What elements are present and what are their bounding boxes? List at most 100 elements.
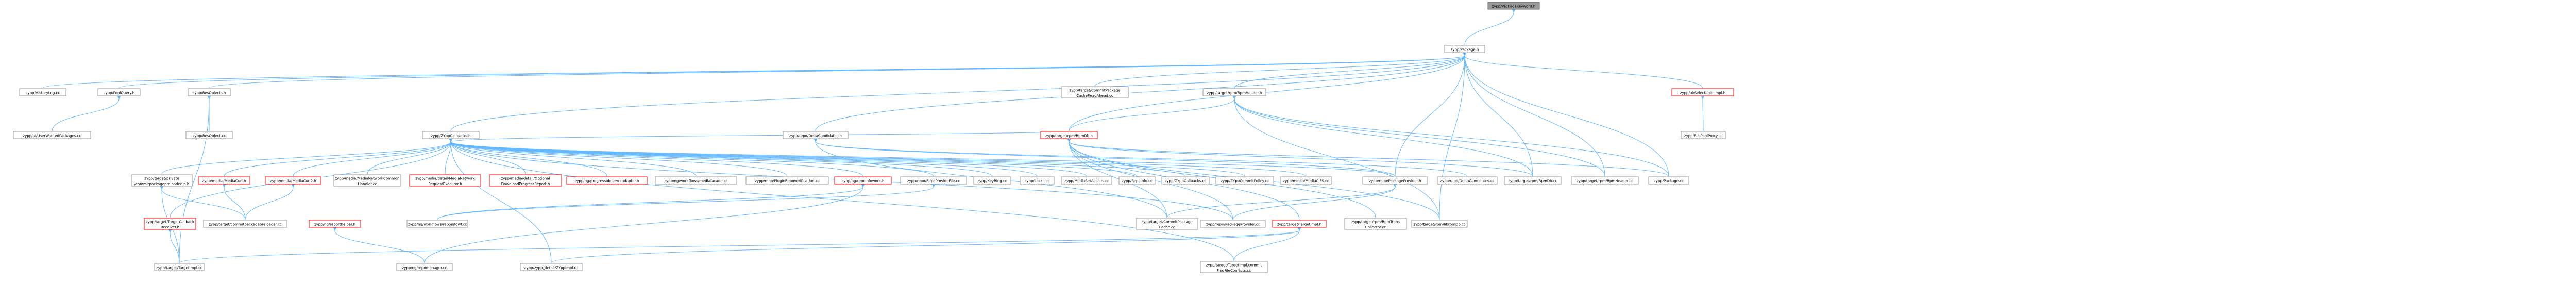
graph-node[interactable]: zypp/ui/UserWantedPackages.cc [13,131,91,139]
node-box [188,88,231,96]
graph-node[interactable]: zypp/ResPoolProxy.cc [1681,131,1726,139]
node-label: zypp/PackageKeyword.h [1492,5,1536,9]
graph-node[interactable]: zypp/repo/DeltaCandidates.cc [1437,176,1498,185]
dependency-edge [1233,227,1301,261]
graph-node[interactable]: zypp/Locks.cc [1020,176,1055,185]
dependency-edge [424,184,865,263]
graph-node[interactable]: zypp/ResObjects.h [188,88,231,96]
node-box [900,176,967,185]
graph-node[interactable]: zypp/target/rpm/RpmHeader.h [1202,88,1266,96]
graph-node[interactable]: zypp/target/rpm/RpmHeader.cc [1571,176,1639,185]
dependency-edge [449,138,993,177]
node-label: zypp/target/rpm/librpmDb.cc [1413,223,1466,227]
graph-node[interactable]: zypp/repo/DeltaCandidates.h [783,131,849,139]
node-label: zypp/target/rpm/RpmHeader.h [1207,91,1262,95]
dependency-edge [814,138,1396,177]
dependency-edge [1069,95,1236,131]
dependency-edge [1463,52,1669,177]
node-label: zypp/ng/repomanager.cc [402,266,447,270]
node-box [1487,2,1540,10]
graph-node[interactable]: zypp/target/rpm/librpmDb.cc [1411,220,1468,228]
graph-node[interactable]: zypp/media/MediaCurl2.h [265,176,321,185]
dependency-edge [449,138,1138,177]
graph-node[interactable]: zypp/ng/workflows/mediafacade.cc [655,176,737,185]
node-label: zypp/ng/progressobserveradaptor.h [575,179,639,184]
node-box [409,174,481,187]
graph-node[interactable]: zypp/target/private/commitpackagepreload… [131,174,193,187]
graph-node[interactable]: zypp/ZYppCommitPolicy.cc [1215,176,1274,185]
graph-node[interactable]: zypp/ng/repomanager.cc [396,263,453,271]
graph-node[interactable]: zypp/target/rpm/RpmDb.h [1040,131,1098,139]
node-label: zypp/target/TargetImpl.cc [156,266,202,270]
graph-node[interactable]: zypp/HistoryLog.cc [19,88,66,96]
dependency-edge [168,229,180,263]
dependency-edge [445,138,453,175]
graph-node[interactable]: zypp/PoolQuery.h [97,88,141,96]
dependency-edge [551,227,1301,263]
node-label: zypp/target/private/commitpackagepreload… [134,176,190,186]
graph-node[interactable]: zypp/ng/workflows/repoinfowf.cc [406,220,468,228]
graph-node[interactable]: zypp/target/TargetImpl.cc [154,263,205,271]
graph-node[interactable]: zypp/ResObject.cc [185,131,233,139]
graph-node[interactable]: zypp/target/rpm/RpmDb.cc [1504,176,1562,185]
graph-node[interactable]: zypp/KeyRing.cc [973,176,1011,185]
dependency-edge [448,130,1070,145]
graph-node[interactable]: zypp/repo/RepoProvideFile.cc [900,176,967,185]
dependency-edge [1067,138,1533,177]
node-label: zypp/ng/reporthelper.h [314,223,355,227]
graph-node[interactable]: zypp/ng/reporthelper.h [309,220,361,228]
graph-node[interactable]: zypp/repo/PackageProvider.cc [1200,220,1266,228]
dependency-edge [179,95,211,263]
node-box [265,176,321,185]
node-box [1362,176,1428,185]
graph-node[interactable]: zypp/repo/PluginRepoverification.cc [745,176,829,185]
graph-node[interactable]: zypp/zypp_detail/ZYppImpl.cc [520,263,583,271]
graph-node: zypp/PackageKeyword.h [1487,2,1540,10]
node-label: zypp/KeyRing.cc [977,179,1007,184]
node-box [333,174,401,187]
graph-node[interactable]: zypp/ng/repoinfowork.h [834,176,892,185]
graph-node[interactable]: zypp/target/commitpackagepreloader.cc [203,220,287,228]
dependency-edge [1166,184,1397,218]
dependency-edge [449,138,1396,177]
node-box [745,176,829,185]
dependency-edge [160,186,246,220]
dependency-edge [245,184,295,220]
graph-node[interactable]: zypp/ZYppCallbacks.h [422,131,480,139]
node-box [1202,88,1266,96]
dependency-edge [1395,52,1467,177]
dependency-edge [1069,52,1467,131]
node-box [1444,45,1485,53]
dependency-edge [449,138,1186,177]
node-label: zypp/repo/PluginRepoverification.cc [755,179,819,184]
dependency-edge [1463,52,1533,177]
dependency-edge [224,138,453,177]
graph-node[interactable]: zypp/ZYppCallbacks.cc [1161,176,1210,185]
graph-node[interactable]: zypp/Package.h [1444,45,1485,53]
graph-node[interactable]: zypp/ui/Selectable.impl.h [1671,88,1734,96]
graph-node[interactable]: zypp/target/TargetImpl.h [1272,220,1327,228]
dependency-edge [437,184,936,220]
graph-node[interactable]: zypp/repo/PackageProvider.h [1362,176,1428,185]
graph-node[interactable]: zypp/media/MediaCurl.h [198,176,250,185]
node-box [1280,176,1332,185]
node-box [1161,176,1210,185]
graph-node[interactable]: zypp/media/MediaCIFS.cc [1280,176,1332,185]
graph-node[interactable]: zypp/RepoInfo.cc [1118,176,1156,185]
dependency-edge [449,138,1234,261]
graph-node[interactable]: zypp/MediaSetAccess.cc [1061,176,1112,185]
graph-node[interactable]: zypp/Package.cc [1648,176,1689,185]
graph-node[interactable]: zypp/ng/progressobserveradaptor.h [566,176,648,185]
dependency-edge [118,52,1467,89]
node-box [131,174,193,187]
node-label: zypp/ui/UserWantedPackages.cc [23,134,81,138]
